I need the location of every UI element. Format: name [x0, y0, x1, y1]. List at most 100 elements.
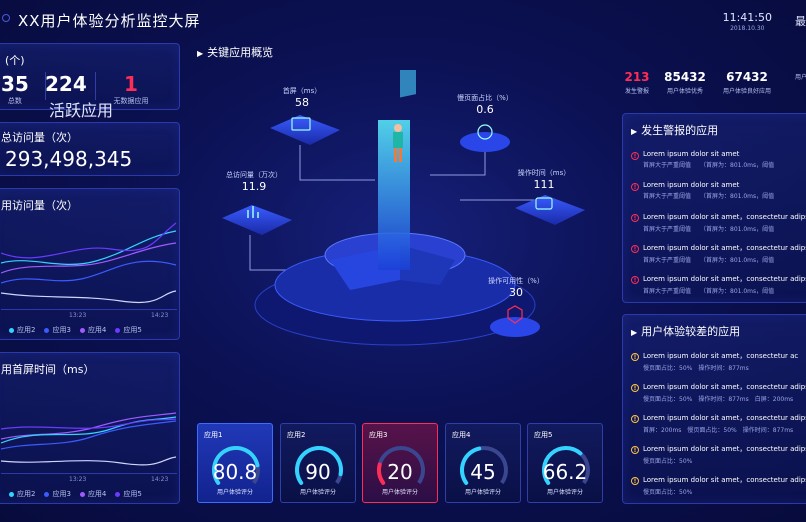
- legend-item[interactable]: 应用5: [115, 325, 142, 335]
- poor-apps-title-text: 用户体验较差的应用: [641, 325, 741, 338]
- fp-chart-panel: 用首屏时间（ms） 13:23 14:23 应用2 应用3 应用4 应用5: [0, 352, 180, 504]
- alert-icon: !: [631, 245, 639, 253]
- metric-label: 操作时间（ms）: [517, 169, 571, 177]
- legend-dot: [115, 327, 121, 333]
- pie-segment: [400, 245, 455, 285]
- gauge-name: 应用2: [287, 431, 306, 439]
- stat-active-label: 活跃应用: [49, 101, 114, 120]
- list-item[interactable]: !Lorem ipsum dolor sit amet，consectetur …: [631, 444, 806, 465]
- triangle-icon: ▶: [631, 127, 638, 136]
- legend-label: 应用3: [52, 326, 71, 334]
- stat-excellent: 85432 用户体验优秀: [662, 70, 708, 95]
- list-item[interactable]: !Lorem ipsum dolor sit amet，consectetur …: [631, 475, 806, 496]
- x-tick: 14:23: [151, 476, 169, 483]
- stat-value: 67432: [726, 70, 768, 84]
- list-item-detail: 首屏大于严重阈值 （首屏为：801.0ms，阈值: [643, 257, 775, 264]
- list-item[interactable]: !Lorem ipsum dolor sit amet，consectetur …: [631, 382, 806, 403]
- list-item-detail: 首屏大于严重阈值 （首屏为：801.0ms，阈值: [643, 226, 775, 233]
- list-item-title: Lorem ipsum dolor sit amet: [643, 150, 740, 158]
- gauge-name: 应用5: [534, 431, 553, 439]
- gauge-arc: [377, 446, 425, 485]
- x-tick: 13:23: [69, 312, 87, 319]
- fp-legend: 应用2 应用3 应用4 应用5: [9, 489, 142, 499]
- legend-dot: [9, 491, 14, 497]
- list-item-detail: 首屏大于严重阈值 （首屏为：801.0ms，阈值: [643, 162, 775, 169]
- list-item[interactable]: !Lorem ipsum dolor sit amet，consectetur …: [631, 243, 806, 264]
- isometric-illustration: [222, 70, 585, 346]
- center-title: ▶关键应用概览: [197, 44, 273, 60]
- tile-availability: [490, 317, 540, 337]
- fp-chart-title: 用首屏时间（ms）: [1, 363, 95, 376]
- stat-active-value: 224: [45, 72, 87, 96]
- triangle-icon: ▶: [197, 49, 204, 58]
- monitor-icon: [291, 117, 311, 131]
- gauge-value: 90: [305, 460, 331, 484]
- metric-value: 111: [533, 178, 555, 191]
- stat-nodata-label: 无数据应用: [113, 97, 149, 105]
- metric-value: 58: [295, 96, 309, 109]
- list-item[interactable]: !Lorem ipsum dolor sit amet，consectetur …: [631, 212, 806, 233]
- legend-item[interactable]: 应用4: [79, 489, 107, 499]
- legend-item[interactable]: 应用2: [9, 325, 35, 335]
- header-right-text: 最: [795, 15, 806, 28]
- legend-item[interactable]: 应用3: [44, 325, 71, 335]
- app-logo-icon: [2, 14, 10, 22]
- legend-label: 应用2: [17, 326, 36, 334]
- person-head: [394, 124, 402, 132]
- alert-icon: !: [631, 276, 639, 284]
- legend-dot: [44, 327, 50, 333]
- bar-chart-icon: [247, 206, 259, 218]
- list-item[interactable]: !Lorem ipsum dolor sit amet，consectetur …: [631, 413, 806, 434]
- stat-good: 67432 用户体验良好应用: [720, 70, 774, 95]
- gauge-name: 应用3: [369, 431, 388, 439]
- legend-label: 应用3: [52, 490, 71, 498]
- legend-item[interactable]: 应用2: [9, 489, 35, 499]
- metric-value: 0.6: [476, 103, 494, 116]
- legend-item[interactable]: 应用4: [79, 325, 107, 335]
- stat-users: 用户: [786, 70, 806, 81]
- metric-label: 操作可用性（%）: [488, 277, 544, 285]
- list-item-title: Lorem ipsum dolor sit amet，consectetur a…: [643, 352, 799, 360]
- list-item-title: Lorem ipsum dolor sit amet，consectetur a…: [643, 383, 806, 391]
- warning-icon: !: [631, 415, 639, 423]
- tile-visits: [222, 205, 292, 235]
- divider: [95, 72, 96, 100]
- legend-item[interactable]: 应用3: [44, 489, 71, 499]
- gauge-name: 应用4: [452, 431, 471, 439]
- list-item[interactable]: !Lorem ipsum dolor sit amet，consectetur …: [631, 351, 806, 372]
- metric-optime: 操作时间（ms） 111: [510, 168, 578, 191]
- legend-label: 应用4: [87, 326, 107, 334]
- stat-total: 35 总数: [1, 72, 29, 106]
- metric-visits: 总访问量（万次） 11.9: [218, 170, 290, 193]
- stat-total-value: 35: [1, 72, 29, 96]
- gauge-arc: [212, 446, 260, 485]
- list-item-detail: 首屏大于严重阈值 （首屏为：801.0ms，阈值: [643, 288, 775, 295]
- stat-value: 213: [624, 70, 650, 84]
- gauge-value: 80.8: [212, 460, 258, 484]
- metric-value: 11.9: [241, 180, 267, 193]
- shield-alert-icon: [507, 305, 523, 324]
- clock: 11:41:50 2018.10.30: [723, 11, 772, 32]
- legend-item[interactable]: 应用5: [115, 489, 142, 499]
- legend-label: 应用4: [87, 490, 107, 498]
- stat-alerts: 213 发生警报: [618, 70, 656, 95]
- series-line: [1, 222, 177, 259]
- stat-label: 用户: [794, 74, 806, 81]
- metric-firstscreen: 首屏（ms） 58: [270, 86, 334, 109]
- stat-label: 用户体验良好应用: [722, 88, 771, 95]
- legend-dot: [44, 491, 50, 497]
- stat-value: 85432: [664, 70, 706, 84]
- app-count-title: (个): [5, 54, 25, 67]
- list-item[interactable]: !Lorem ipsum dolor sit amet，consectetur …: [631, 274, 806, 295]
- x-axis: [1, 309, 177, 310]
- gauge-subtitle: 用户体验评分: [464, 489, 501, 496]
- alert-icon: !: [631, 214, 639, 222]
